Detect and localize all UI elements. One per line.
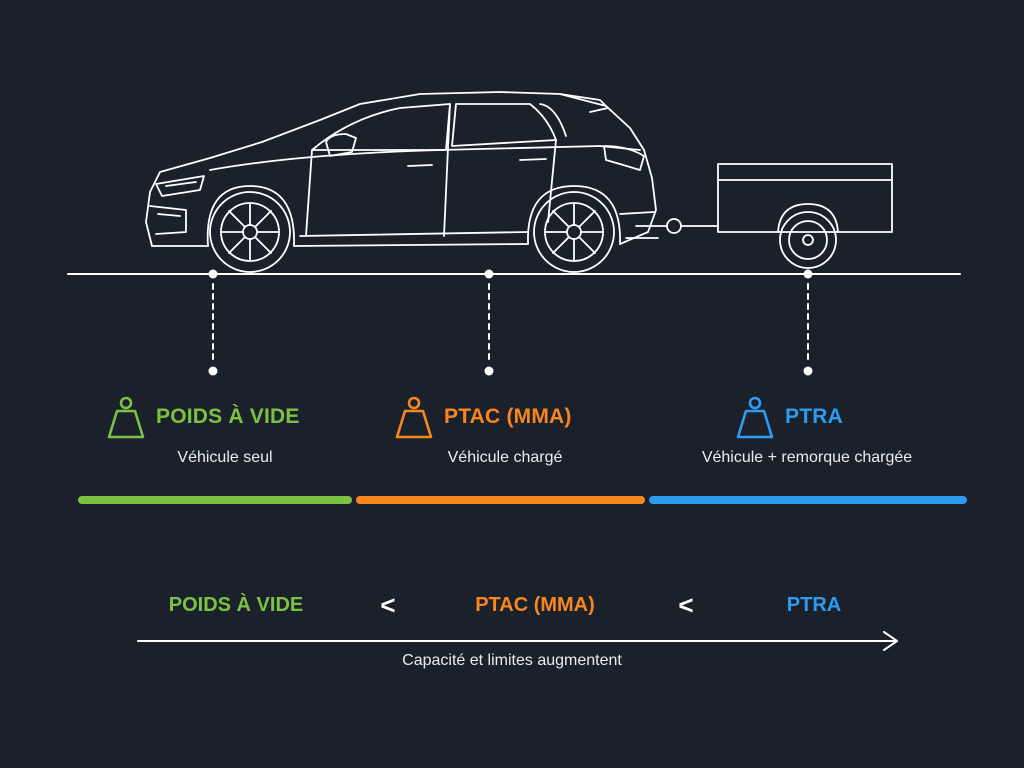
poids-a-vide-title: POIDS À VIDE [156, 405, 300, 428]
compare-ptac: PTAC (MMA) [475, 594, 595, 616]
increase-arrow-icon [137, 631, 898, 651]
car-wheels [209, 191, 615, 273]
ptra-title: PTRA [785, 405, 843, 428]
ptra-bar [649, 496, 967, 504]
weight-icon [107, 396, 145, 439]
less-than-sign: < [678, 590, 694, 620]
ptra-header: PTRA [735, 394, 843, 440]
ptra-subtitle: Véhicule + remorque chargée [701, 449, 913, 466]
less-than-sign: < [380, 590, 396, 620]
ptac-bar [356, 496, 645, 504]
compare-ptra: PTRA [786, 594, 842, 616]
weight-icon [395, 396, 433, 439]
trailer-outline [666, 163, 893, 269]
car-outline [145, 91, 667, 247]
poids-a-vide-subtitle: Véhicule seul [177, 449, 273, 466]
ptac-header: PTAC (MMA) [394, 394, 572, 440]
marker-ptra [803, 269, 813, 376]
ptac-subtitle: Véhicule chargé [447, 449, 563, 466]
car-trailer-illustration [67, 91, 961, 376]
poids-a-vide-bar [78, 496, 352, 504]
compare-poids-a-vide: POIDS À VIDE [168, 594, 304, 616]
poids-a-vide-header: POIDS À VIDE [106, 394, 300, 440]
ptac-title: PTAC (MMA) [444, 405, 572, 428]
marker-poids-a-vide [208, 269, 218, 376]
marker-ptac [484, 269, 494, 376]
caption: Capacité et limites augmentent [402, 652, 622, 669]
weight-icon [736, 396, 774, 439]
